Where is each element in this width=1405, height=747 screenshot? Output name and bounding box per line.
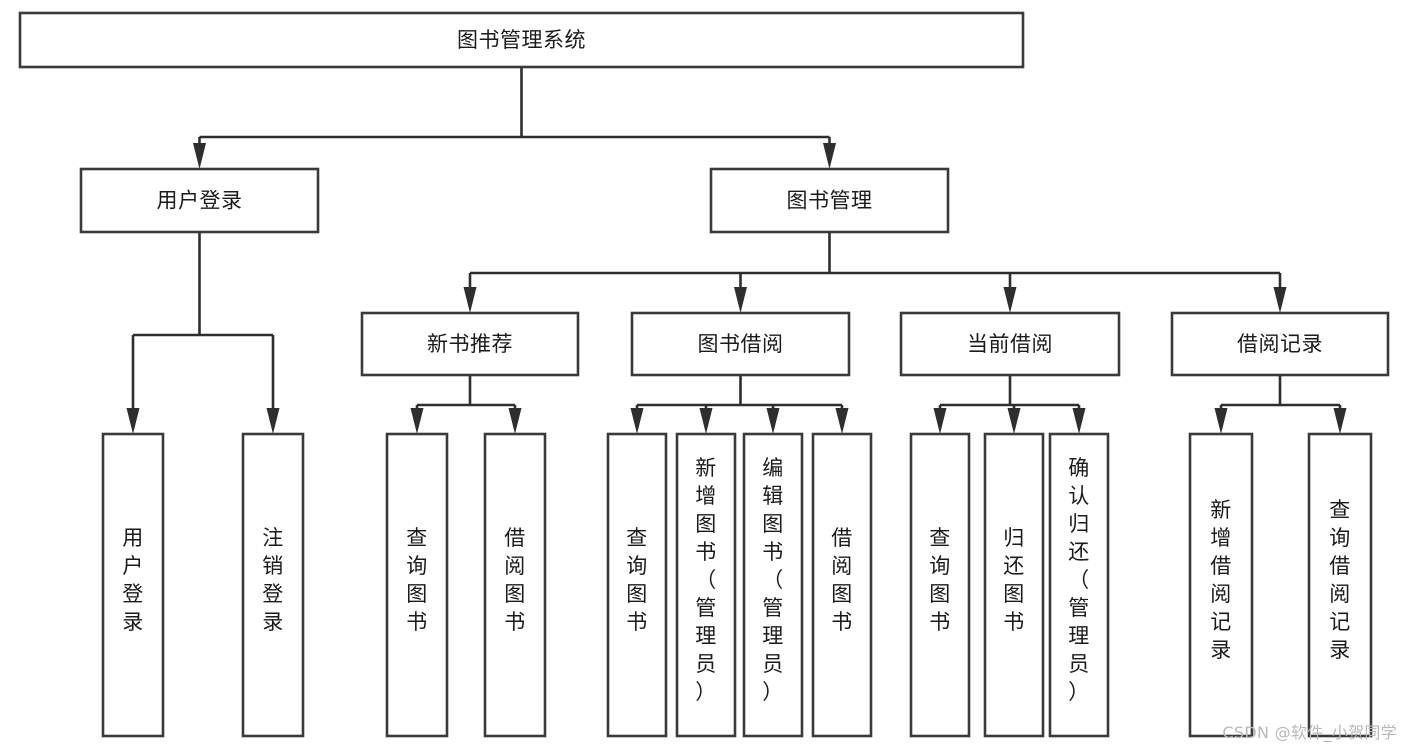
node-box[interactable] — [899, 311, 1121, 377]
node-level2-图书借阅[interactable]: 图书借阅 — [630, 311, 851, 377]
csdn-watermark: CSDN @软件_小贺同学 — [1222, 723, 1397, 742]
node-leaf-查询图书[interactable]: 查询图书 — [606, 432, 668, 738]
node-box[interactable] — [483, 432, 547, 738]
node-label: 新增图书（管理员） — [695, 456, 717, 704]
node-leaf-确认归还（管理员）[interactable]: 确认归还（管理员） — [1048, 432, 1110, 738]
node-box[interactable] — [606, 432, 668, 738]
node-label: 查询图书 — [406, 526, 428, 634]
node-leaf-编辑图书（管理员）[interactable]: 编辑图书（管理员） — [742, 432, 804, 738]
node-box[interactable] — [742, 432, 804, 738]
node-label: 确认归还（管理员） — [1068, 456, 1090, 704]
node-label: 图书借阅 — [698, 332, 784, 356]
node-leaf-用户登录[interactable]: 用户登录 — [101, 432, 165, 738]
node-label: 用户登录 — [122, 526, 144, 634]
arrow-head-icon — [126, 408, 140, 434]
node-leaf-注销登录[interactable]: 注销登录 — [241, 432, 305, 738]
node-label: 借阅图书 — [504, 526, 526, 634]
arrow-head-icon — [835, 408, 849, 434]
node-label: 新书推荐 — [427, 332, 513, 356]
node-label: 借阅记录 — [1237, 332, 1323, 356]
node-leaf-查询借阅记录[interactable]: 查询借阅记录 — [1307, 432, 1373, 738]
node-label: 图书管理系统 — [457, 28, 586, 52]
arrow-head-icon — [1214, 408, 1228, 434]
connectors-layer — [126, 67, 1347, 434]
node-box[interactable] — [630, 311, 851, 377]
node-label: 借阅图书 — [831, 526, 853, 634]
arrow-head-icon — [266, 408, 280, 434]
node-label: 归还图书 — [1003, 526, 1025, 634]
nodes-layer: 图书管理系统用户登录图书管理新书推荐图书借阅当前借阅借阅记录用户登录注销登录查询… — [18, 11, 1390, 738]
node-label: 查询借阅记录 — [1329, 498, 1351, 662]
arrow-head-icon — [823, 143, 836, 169]
node-box[interactable] — [1307, 432, 1373, 738]
node-leaf-新增借阅记录[interactable]: 新增借阅记录 — [1188, 432, 1254, 738]
node-root-图书管理系统[interactable]: 图书管理系统 — [18, 11, 1025, 69]
arrow-head-icon — [630, 408, 644, 434]
arrow-head-icon — [410, 408, 424, 434]
node-level2-当前借阅[interactable]: 当前借阅 — [899, 311, 1121, 377]
node-box[interactable] — [909, 432, 971, 738]
node-box[interactable] — [18, 11, 1025, 69]
node-label: 图书管理 — [787, 189, 873, 213]
node-label: 新增借阅记录 — [1210, 498, 1232, 662]
node-box[interactable] — [101, 432, 165, 738]
node-box[interactable] — [1048, 432, 1110, 738]
node-label: 编辑图书（管理员） — [762, 456, 784, 704]
arrow-head-icon — [1003, 287, 1017, 313]
arrow-head-icon — [1273, 287, 1287, 313]
node-leaf-归还图书[interactable]: 归还图书 — [983, 432, 1045, 738]
node-box[interactable] — [1170, 311, 1390, 377]
node-box[interactable] — [241, 432, 305, 738]
node-label: 查询图书 — [929, 526, 951, 634]
arrow-head-icon — [933, 408, 947, 434]
node-level1-图书管理[interactable]: 图书管理 — [709, 167, 950, 234]
node-box[interactable] — [811, 432, 873, 738]
node-label: 当前借阅 — [967, 332, 1053, 356]
node-box[interactable] — [79, 167, 320, 234]
node-label: 查询图书 — [626, 526, 648, 634]
node-box[interactable] — [1188, 432, 1254, 738]
node-box[interactable] — [675, 432, 737, 738]
node-leaf-查询图书[interactable]: 查询图书 — [385, 432, 449, 738]
node-leaf-新增图书（管理员）[interactable]: 新增图书（管理员） — [675, 432, 737, 738]
arrow-head-icon — [734, 287, 747, 313]
arrow-head-icon — [766, 408, 780, 434]
node-level2-借阅记录[interactable]: 借阅记录 — [1170, 311, 1390, 377]
arrow-head-icon — [1072, 408, 1086, 434]
node-level2-新书推荐[interactable]: 新书推荐 — [360, 311, 580, 377]
node-label: 用户登录 — [157, 189, 243, 213]
arrow-head-icon — [699, 408, 713, 434]
arrow-head-icon — [463, 287, 477, 313]
node-level1-用户登录[interactable]: 用户登录 — [79, 167, 320, 234]
arrow-head-icon — [508, 408, 522, 434]
node-box[interactable] — [385, 432, 449, 738]
node-box[interactable] — [983, 432, 1045, 738]
node-leaf-查询图书[interactable]: 查询图书 — [909, 432, 971, 738]
arrow-head-icon — [193, 143, 206, 169]
node-leaf-借阅图书[interactable]: 借阅图书 — [811, 432, 873, 738]
arrow-head-icon — [1007, 408, 1021, 434]
arrow-head-icon — [1333, 408, 1347, 434]
node-leaf-借阅图书[interactable]: 借阅图书 — [483, 432, 547, 738]
node-box[interactable] — [709, 167, 950, 234]
node-box[interactable] — [360, 311, 580, 377]
node-label: 注销登录 — [262, 526, 284, 634]
